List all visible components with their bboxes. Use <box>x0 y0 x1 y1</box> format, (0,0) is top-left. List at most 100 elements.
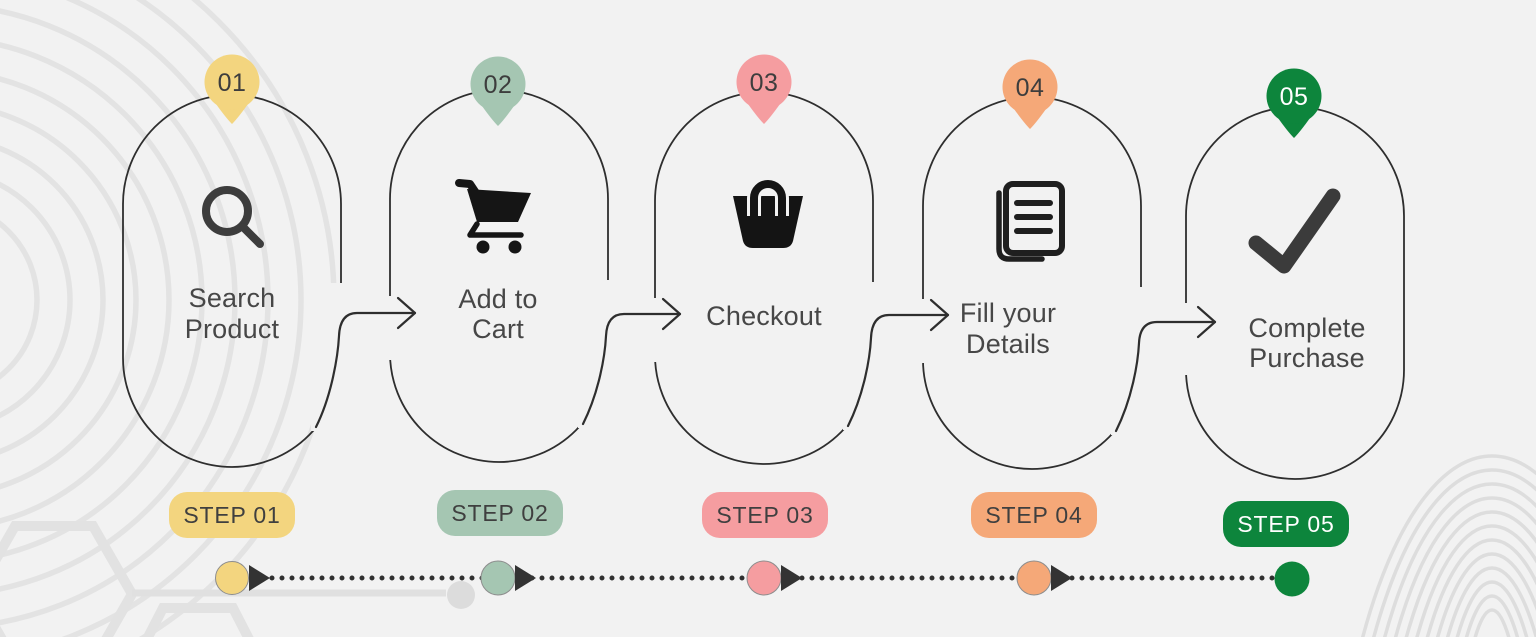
document-back-page <box>996 190 1045 262</box>
magnifier-handle <box>239 223 264 248</box>
timeline <box>215 560 1310 597</box>
step-badge-1 <box>169 492 295 538</box>
step-title-line1: Checkout <box>706 301 822 331</box>
step-5: 05 Complete Purchase <box>1248 68 1365 373</box>
pill-border-gap <box>311 283 347 431</box>
timeline-marker-3 <box>781 565 802 591</box>
step-number: 01 <box>218 69 247 97</box>
step-title-line2: Product <box>185 314 280 344</box>
number-pin <box>736 54 792 110</box>
decor-print-arc <box>1361 454 1536 637</box>
number-pin-tail <box>1014 109 1046 129</box>
timeline-dot-4 <box>1016 560 1052 596</box>
flow-arrow-1 <box>314 296 417 429</box>
flow-arrow-line <box>1114 320 1217 433</box>
decor-print-arc <box>1372 468 1536 637</box>
checkmark-icon <box>1248 188 1341 274</box>
decor-arc <box>0 145 106 455</box>
bag-handle <box>750 180 786 216</box>
decor-arc <box>0 220 40 380</box>
decor-print-arc <box>1425 538 1536 637</box>
bag-body <box>733 196 803 248</box>
step-title-line1: Complete <box>1248 313 1365 343</box>
number-pin-tail <box>748 104 780 124</box>
step-4: 04 Fill your Details <box>960 59 1065 359</box>
step-3: 03 Checkout <box>706 54 822 331</box>
flow-arrowhead <box>661 297 682 331</box>
step-badge-label: STEP 01 <box>183 502 280 528</box>
decor-print-arc <box>1383 482 1536 637</box>
step-badge-label: STEP 04 <box>985 502 1082 528</box>
timeline-dot-5 <box>1274 561 1310 597</box>
cart-chassis <box>467 221 524 238</box>
decor-arc <box>0 42 205 558</box>
cart-wheel <box>508 240 522 254</box>
number-pin <box>204 54 260 110</box>
fingerprint-arcs-right <box>1361 454 1536 637</box>
flow-arrow-line <box>846 313 950 428</box>
flow-arrow-3 <box>846 298 950 428</box>
step-1: 01 Search Product <box>185 54 280 344</box>
decor-arc <box>0 110 139 490</box>
pill-border-gap <box>843 282 879 430</box>
pill-border-gap <box>1179 303 1193 375</box>
document-icon <box>996 181 1065 262</box>
number-pin-tail <box>482 106 514 126</box>
step-title-line2: Purchase <box>1249 343 1365 373</box>
decor-arc <box>0 181 73 419</box>
step-badge-label: STEP 03 <box>716 502 813 528</box>
number-pin <box>470 56 526 112</box>
decor-print-arc <box>1445 566 1536 637</box>
number-pin-tail <box>1278 118 1310 138</box>
decor-gray-dot <box>447 581 475 609</box>
step-title-line1: Search <box>189 283 276 313</box>
flow-arrow-line <box>314 311 417 429</box>
flow-arrowhead <box>1196 305 1217 339</box>
decor-hexagon <box>142 603 254 637</box>
step-title-line1: Add to <box>458 284 537 314</box>
decor-arc <box>0 8 238 592</box>
decor-print-arc <box>1393 496 1536 637</box>
decor-print-arc <box>1455 580 1529 637</box>
pill-border-gap <box>1111 287 1147 435</box>
magnifier-lens <box>202 186 252 236</box>
decor-arc <box>0 76 172 524</box>
decor-arc <box>0 0 271 626</box>
decor-print-arc <box>1415 524 1536 637</box>
cart-basket <box>467 189 531 222</box>
shopping-bag-icon <box>733 177 803 248</box>
step-number: 04 <box>1016 74 1045 102</box>
decor-print-arc <box>1435 552 1536 637</box>
step-number: 02 <box>484 71 513 99</box>
step-badge-2 <box>437 490 563 536</box>
decor-print-arc <box>1473 608 1511 637</box>
timeline-marker-1 <box>249 565 270 591</box>
flow-arrow-2 <box>581 297 682 426</box>
step-number: 05 <box>1280 83 1309 111</box>
step-number: 03 <box>750 69 779 97</box>
pill-border-gap <box>648 298 662 362</box>
search-icon <box>202 186 264 248</box>
shopping-cart-icon <box>455 179 531 254</box>
connector-arrows <box>314 296 1217 433</box>
flow-arrowhead <box>396 296 417 330</box>
step-badge-4 <box>971 492 1097 538</box>
number-pin <box>1266 68 1322 124</box>
step-title-line2: Details <box>966 329 1050 359</box>
decor-arc <box>61 0 304 637</box>
timeline-dot-1 <box>215 561 249 595</box>
timeline-marker-4 <box>1051 565 1072 591</box>
step-2: 02 Add to Cart <box>455 56 537 344</box>
step-badge-label: STEP 05 <box>1237 511 1334 537</box>
checkmark-stroke <box>1248 188 1341 274</box>
decor-print-arc <box>1464 594 1520 637</box>
pill-border-gaps <box>311 280 1193 435</box>
step-badge-5 <box>1223 501 1349 547</box>
pill-border-gap <box>578 280 614 428</box>
timeline-marker-2 <box>515 565 536 591</box>
flow-arrowhead <box>929 298 950 332</box>
decor-print-arc <box>1404 510 1536 637</box>
number-pin <box>1002 59 1058 115</box>
pill-border-gap <box>916 299 930 363</box>
